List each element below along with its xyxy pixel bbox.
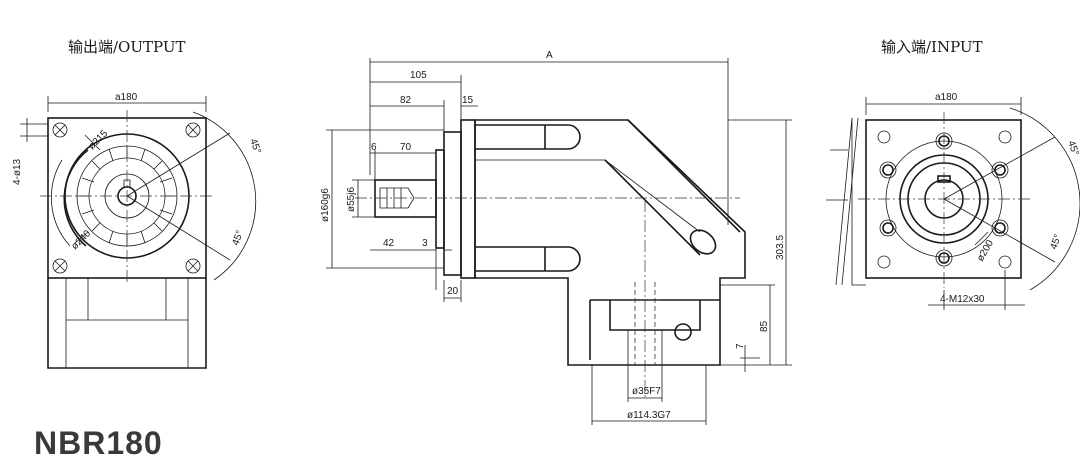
input-a180-label: a180 — [935, 92, 958, 103]
side-view: A 105 82 15 6 70 42 3 20 ø160g6 ø55j6 30… — [320, 50, 792, 425]
output-angle-arc — [192, 111, 257, 281]
side-6-label: 6 — [371, 142, 377, 153]
output-240-arc — [63, 149, 89, 247]
side-input-bore — [689, 229, 717, 255]
side-15-label: 15 — [462, 95, 474, 106]
side-dim-7 — [740, 345, 760, 372]
output-caption: 输出端/OUTPUT — [68, 38, 185, 56]
side-flange-dia-label: ø160g6 — [320, 188, 331, 222]
side-height-label: 303.5 — [775, 235, 786, 260]
side-85-label: 85 — [759, 320, 770, 332]
side-dim-height — [720, 119, 792, 366]
side-3-label: 3 — [422, 238, 428, 249]
output-holes-label: 4-ø13 — [12, 158, 23, 185]
side-housing — [474, 119, 746, 366]
side-20-label: 20 — [447, 286, 459, 297]
side-82-label: 82 — [400, 95, 412, 106]
side-dim-6-70 — [370, 150, 436, 180]
input-dim-threads — [928, 270, 1025, 310]
side-dim-A — [369, 58, 729, 225]
output-view: 输出端/OUTPUT — [12, 38, 263, 369]
side-dim-42-3 — [370, 245, 452, 290]
side-centerlines — [355, 197, 740, 400]
input-view: 输入端/INPUT — [826, 38, 1080, 310]
input-angle-top: 45° — [1065, 139, 1080, 157]
side-dim-flange — [326, 129, 444, 269]
side-105-label: 105 — [410, 70, 427, 81]
side-dim-85 — [720, 284, 775, 365]
side-dim-82-15 — [370, 100, 478, 132]
input-angle-arc — [1009, 107, 1080, 291]
input-angle-bottom: 45° — [1048, 233, 1064, 251]
side-angled-arm — [604, 119, 741, 256]
side-pilot-label: ø114.3G7 — [627, 410, 671, 421]
input-corner-holes — [877, 130, 1012, 269]
side-dim-20 — [443, 280, 462, 302]
side-flange-plate — [443, 131, 462, 276]
side-pilot — [435, 149, 445, 249]
side-dim-105 — [370, 75, 462, 120]
side-mount-hole — [674, 323, 692, 341]
output-angle-bottom: 45° — [230, 229, 246, 247]
input-threads-label: 4-M12x30 — [940, 294, 985, 305]
output-corner-holes — [52, 122, 201, 274]
side-shaft-dia-label: ø55j6 — [346, 187, 357, 212]
output-dim-a180 — [47, 96, 207, 112]
side-7-label: 7 — [735, 343, 746, 349]
side-A-label: A — [546, 50, 553, 61]
side-dim-bore — [627, 330, 663, 402]
side-dim-shaft — [352, 179, 375, 218]
side-shaft-keyway — [379, 187, 415, 209]
side-fins — [475, 124, 581, 272]
output-lower-housing — [47, 278, 207, 369]
side-70-label: 70 — [400, 142, 412, 153]
input-side-lines — [826, 117, 859, 286]
input-centerlines — [858, 112, 1030, 288]
output-angle-top: 45° — [247, 137, 263, 155]
model-title: NBR180 — [34, 425, 163, 461]
side-bore-label: ø35F7 — [632, 386, 661, 397]
side-dim-pilot — [591, 365, 707, 425]
side-42-label: 42 — [383, 238, 395, 249]
output-housing-details — [65, 278, 189, 368]
side-output-shaft — [374, 179, 437, 218]
input-dim-a180 — [865, 97, 1022, 115]
output-dim-holes — [20, 118, 48, 142]
input-caption: 输入端/INPUT — [881, 38, 983, 56]
output-centerlines — [40, 110, 214, 285]
side-flange — [460, 119, 476, 279]
output-a180-label: a180 — [115, 92, 138, 103]
